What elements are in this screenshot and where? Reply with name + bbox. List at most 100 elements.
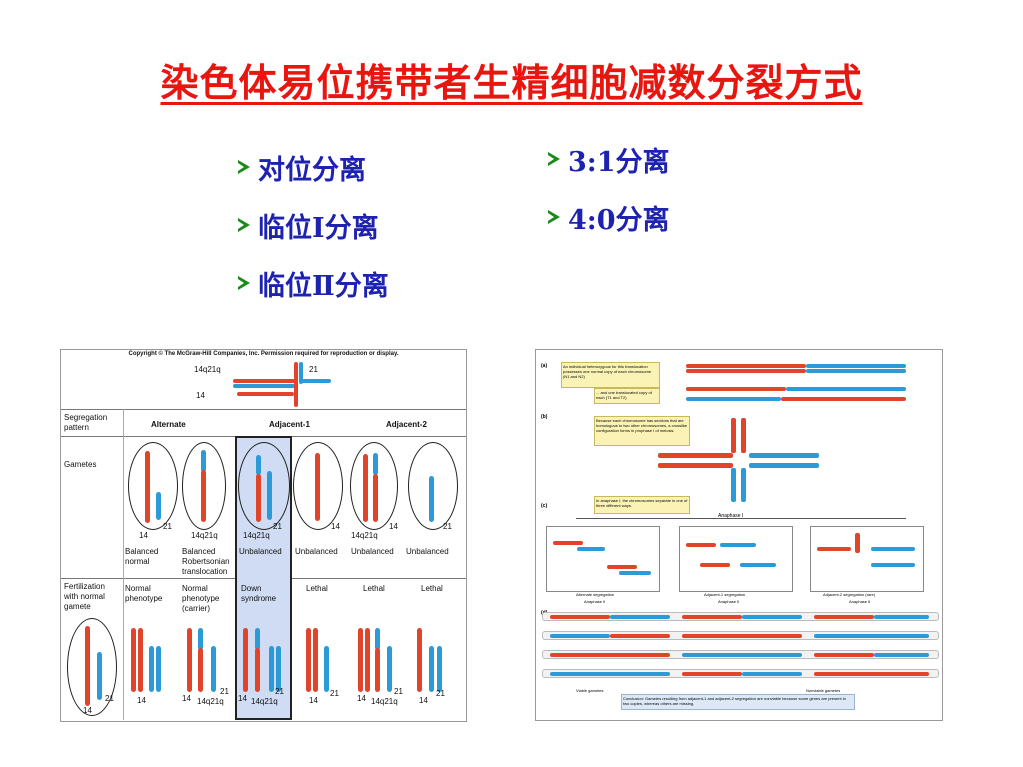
nonviable-gametes-label: Nonviable gametes bbox=[806, 688, 841, 693]
cross-arm bbox=[741, 468, 746, 502]
outcome: Lethal bbox=[421, 584, 443, 593]
chromosome bbox=[276, 646, 281, 692]
chromosome bbox=[417, 628, 422, 692]
chromosome-number: 14 bbox=[137, 696, 146, 705]
viable-gametes-label: Viable gametes bbox=[576, 688, 604, 693]
panel-label-b: (b) bbox=[541, 414, 548, 420]
note-4: In anaphase I, the chromosomes separate … bbox=[594, 496, 690, 514]
note-1: An individual heterozygous for this tran… bbox=[561, 362, 660, 388]
header-adjacent-2: Adjacent-2 bbox=[386, 420, 427, 429]
panel-caption: Alternate segregation bbox=[576, 592, 615, 597]
chromosome bbox=[358, 628, 363, 692]
gamete-ellipse bbox=[238, 442, 290, 530]
bullet-text: 4:0分离 bbox=[568, 204, 670, 236]
outcome: Normal phenotype (carrier) bbox=[182, 584, 220, 613]
chromosome-14 bbox=[315, 453, 320, 521]
left-bullet-list: 对位分离 临位Ⅰ分离 临位Ⅱ分离 bbox=[238, 138, 389, 312]
chromosome bbox=[387, 646, 392, 692]
gamete-number: 14q21q bbox=[243, 531, 270, 540]
chromosome-14 bbox=[363, 454, 368, 522]
chromosome-number: 14 bbox=[83, 706, 92, 715]
chromosome-t bbox=[786, 387, 906, 391]
gamete-ellipse bbox=[182, 442, 226, 530]
conclusion-box: Conclusion: Gametes resulting from adjac… bbox=[621, 694, 855, 710]
chromosome-t bbox=[686, 387, 786, 391]
gamete-ellipse bbox=[350, 442, 398, 530]
gamete-ellipse bbox=[293, 442, 343, 530]
outcome: Lethal bbox=[306, 584, 328, 593]
chromosome-14q21q-top bbox=[373, 453, 378, 475]
chromosome bbox=[156, 646, 161, 692]
cross-arm bbox=[749, 463, 819, 468]
gamete-number: 21 bbox=[443, 522, 452, 531]
chromosome-number: 21 bbox=[220, 687, 229, 696]
cross-arm bbox=[658, 463, 733, 468]
chromosome bbox=[138, 628, 143, 692]
chromosome-14q21q bbox=[256, 474, 261, 522]
label-14q21q: 14q21q bbox=[194, 365, 221, 374]
chromosome-number: 14 bbox=[419, 696, 428, 705]
gamete-status: Unbalanced bbox=[351, 547, 394, 556]
chromosome-14q21q bbox=[373, 474, 378, 522]
bullet-item: 4:0分离 bbox=[548, 188, 670, 246]
bullet-text: 3:1分离 bbox=[568, 146, 670, 178]
arrow-bullet-icon bbox=[238, 218, 250, 232]
header-alternate: Alternate bbox=[151, 420, 186, 429]
gamete-number: 14 bbox=[389, 522, 398, 531]
anaphase-2-label: Anaphase II bbox=[718, 599, 740, 604]
chromosome bbox=[149, 646, 154, 692]
chromosome-14 bbox=[145, 451, 150, 523]
chromosome-number: 21 bbox=[394, 687, 403, 696]
chromosome bbox=[313, 628, 318, 692]
header-adjacent-1: Adjacent-1 bbox=[269, 420, 310, 429]
bullet-item: 临位Ⅱ分离 bbox=[238, 254, 389, 312]
chromosome bbox=[269, 646, 274, 692]
gamete-number: 21 bbox=[163, 522, 172, 531]
arrow-bullet-icon bbox=[548, 210, 560, 224]
chromosome-number: 21 bbox=[330, 689, 339, 698]
gamete-ellipse bbox=[128, 442, 178, 530]
chromosome-number: 14 bbox=[238, 694, 247, 703]
chromosome bbox=[211, 646, 216, 692]
fertilization-label: Fertilization with normal gamete bbox=[64, 582, 105, 611]
adjacent-1-segregation-panel bbox=[679, 526, 793, 592]
gametes-label: Gametes bbox=[64, 460, 97, 469]
panel-label-c: (c) bbox=[541, 503, 548, 509]
chromosome bbox=[429, 646, 434, 692]
bullet-text: 对位分离 bbox=[258, 154, 366, 186]
gamete-number: 14 bbox=[331, 522, 340, 531]
anaphase-2-label: Anaphase II bbox=[584, 599, 606, 604]
slide-title: 染色体易位携带者生精细胞减数分裂方式 bbox=[160, 60, 863, 105]
chromosome bbox=[437, 646, 442, 692]
cross-arm bbox=[658, 453, 733, 458]
gamete-number: 14 bbox=[139, 531, 148, 540]
robertsonian-translocation-figure: Copyright © The McGraw-Hill Companies, I… bbox=[60, 349, 467, 722]
chromosome-n1 bbox=[806, 364, 906, 368]
chromosome bbox=[255, 648, 260, 692]
label-21: 21 bbox=[309, 365, 318, 374]
gamete-number: 21 bbox=[273, 522, 282, 531]
chromosome-14q21q-top bbox=[201, 450, 206, 472]
chromosome bbox=[306, 628, 311, 692]
note-3: Because each chromosome has sections tha… bbox=[594, 416, 690, 446]
note-2: ... and one translocated copy of each (T… bbox=[594, 388, 660, 404]
zygote-ellipse bbox=[67, 618, 117, 716]
gamete-ellipse bbox=[408, 442, 458, 530]
chromosome bbox=[375, 628, 380, 650]
chromosome-number: 14 bbox=[357, 694, 366, 703]
bullet-item: 3:1分离 bbox=[548, 130, 670, 188]
chromosome-number: 21 bbox=[436, 689, 445, 698]
chromosome-number: 14q21q bbox=[197, 697, 224, 706]
gamete-number: 14q21q bbox=[191, 531, 218, 540]
bullet-item: 临位Ⅰ分离 bbox=[238, 196, 389, 254]
gamete-status: Balanced Robertsonian translocation bbox=[182, 547, 230, 576]
panel-label-a: (a) bbox=[541, 363, 548, 369]
chromosome bbox=[375, 648, 380, 692]
chromosome-number: 21 bbox=[105, 694, 114, 703]
label-14: 14 bbox=[196, 391, 205, 400]
chromosome-21 bbox=[267, 471, 272, 520]
gamete-status: Unbalanced bbox=[239, 547, 282, 556]
anaphase-2-label: Anaphase II bbox=[849, 599, 871, 604]
gamete-status: Unbalanced bbox=[406, 547, 449, 556]
arrow-bullet-icon bbox=[548, 152, 560, 166]
